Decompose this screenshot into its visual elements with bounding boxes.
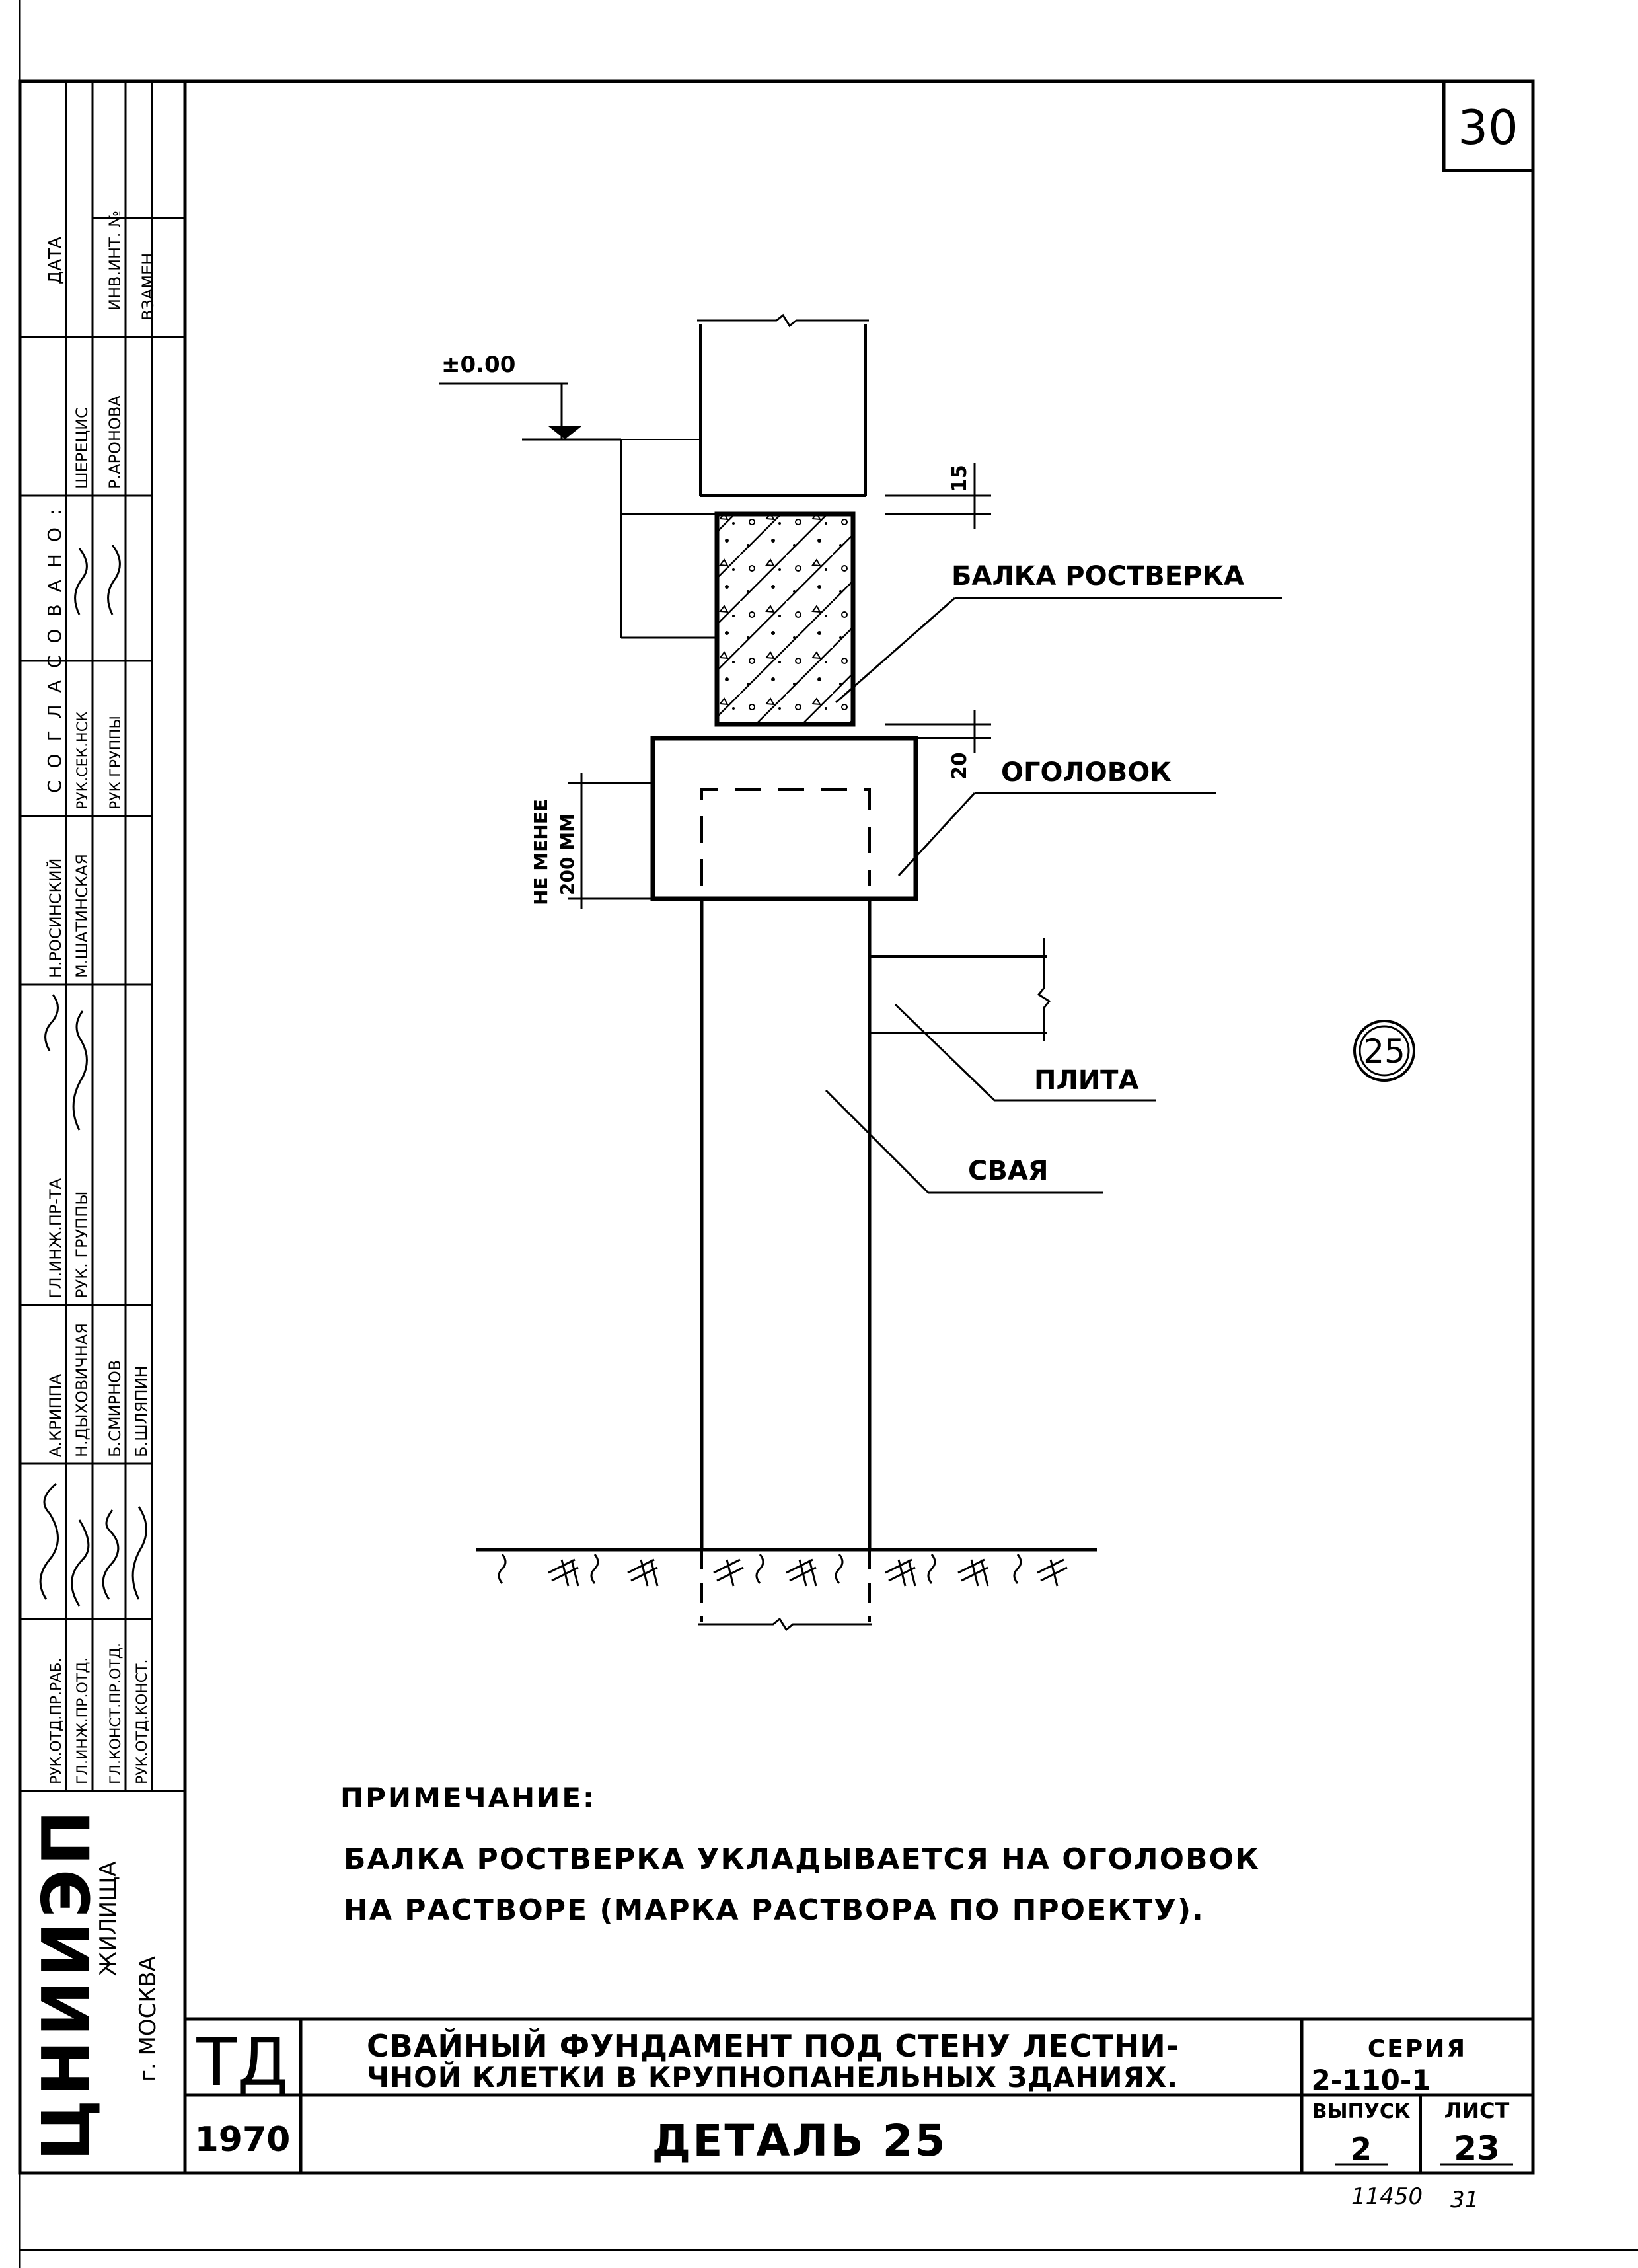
tb-issue-label: ВЫПУСК (1312, 2100, 1411, 2123)
stamp-role-c-2: РУК ГРУППЫ (108, 716, 124, 810)
stamp-name-c-1: ШЕРЕЦИС (73, 407, 91, 489)
tb-issue-value: 2 (1351, 2131, 1372, 2167)
ground-line (476, 1548, 1097, 1587)
page-number-box: 30 (1442, 79, 1535, 172)
label-beam: БАЛКА РОСТВЕРКА (951, 561, 1244, 591)
label-cap: ОГОЛОВОК (1001, 757, 1172, 788)
handwritten-numbers: 11450 31 (1351, 2183, 1479, 2213)
detail-marker: 25 (1353, 1020, 1415, 1082)
dimension-lines-right: 15 20 (885, 463, 991, 780)
tb-title-line-2: ЧНОЙ КЛЕТКИ В КРУПНОПАНЕЛЬНЫХ ЗДАНИЯХ. (367, 2060, 1178, 2094)
stamp-name-a-2: Н.ДЫХОВИЧНАЯ (73, 1323, 91, 1457)
wall-panel (697, 313, 869, 497)
stamp-name-a-4: Б.ШЛЯПИН (132, 1365, 151, 1457)
handwritten-left: 11450 (1351, 2183, 1423, 2210)
dim-head-note-1: НЕ МЕНЕЕ (530, 799, 552, 905)
title-block: ТД 1970 СВАЙНЫЙ ФУНДАМЕНТ ПОД СТЕНУ ЛЕСТ… (185, 2017, 1533, 2173)
slab (870, 938, 1051, 1041)
tb-code: ТД (196, 2023, 288, 2101)
stamp-role-b-1: ГЛ.ИНЖ.ПР-ТА (46, 1178, 65, 1299)
org-logo-text: ЦНИИЭП (28, 1806, 105, 2161)
tb-series-label: СЕРИЯ (1368, 2035, 1467, 2062)
grillage-beam (714, 511, 856, 727)
org-name: ЖИЛИЩА (95, 1861, 122, 1976)
stamp-name-b-2: М.ШАТИНСКАЯ (73, 854, 91, 978)
tb-series-value: 2-110-1 (1312, 2064, 1431, 2096)
tb-sheet-value: 23 (1454, 2129, 1500, 2168)
label-slab: ПЛИТА (1034, 1065, 1138, 1096)
stamp-date: ДАТА (46, 237, 65, 284)
level-mark-text: ±0.00 (441, 352, 515, 378)
stamp-inv: ИНВ.ИНТ. № (106, 211, 124, 311)
stamp-name-a-3: Б.СМИРНОВ (106, 1360, 124, 1457)
stamp-role-4: РУК.ОТД.КОНСТ. (134, 1659, 151, 1785)
label-pile: СВАЯ (968, 1156, 1049, 1186)
tb-detail-title: ДЕТАЛЬ 25 (652, 2115, 948, 2166)
dimension-lines-left: НЕ МЕНЕЕ 200 ММ (530, 439, 717, 909)
pile-cap (650, 736, 918, 901)
tb-title-line-1: СВАЙНЫЙ ФУНДАМЕНТ ПОД СТЕНУ ЛЕСТНИ- (367, 2028, 1179, 2064)
stamp-name-a-1: А.КРИППА (46, 1373, 65, 1457)
note-heading: ПРИМЕЧАНИЕ: (340, 1782, 596, 1814)
handwritten-right: 31 (1450, 2187, 1479, 2213)
page-number: 30 (1458, 100, 1518, 155)
tb-sheet-label: ЛИСТ (1444, 2098, 1510, 2123)
stamp-role-3: ГЛ.КОНСТ.ПР.ОТД. (108, 1643, 124, 1784)
detail-drawing: ±0.00 НЕ МЕНЕЕ 200 ММ 15 (439, 313, 1415, 1632)
dim-head-note-2: 200 ММ (556, 813, 578, 895)
stamp-role-1: РУК.ОТД.ПР.РАБ. (48, 1658, 65, 1784)
org-logo: ЦНИИЭП (28, 1806, 105, 2161)
detail-marker-text: 25 (1363, 1032, 1405, 1071)
note-line-1: БАЛКА РОСТВЕРКА УКЛАДЫВАЕТСЯ НА ОГОЛОВОК (344, 1842, 1260, 1876)
dim-gap-bottom: 20 (948, 752, 971, 780)
sheet-trim (19, 0, 1638, 2268)
signatures (39, 545, 147, 1606)
pile (698, 899, 872, 1632)
stamp-name-b-1: Н.РОСИНСКИЙ (46, 858, 65, 979)
stamp-role-b-2: РУК. ГРУППЫ (73, 1191, 91, 1299)
stamp-agreed: СОГЛАСОВАНО: (44, 498, 65, 793)
stamp-role-2: ГЛ.ИНЖ.ПР.ОТД. (75, 1657, 91, 1784)
callouts: БАЛКА РОСТВЕРКА ОГОЛОВОК ПЛИТА СВАЯ (825, 561, 1282, 1194)
side-stamp: РУК.ОТД.ПР.РАБ. ГЛ.ИНЖ.ПР.ОТД. ГЛ.КОНСТ.… (18, 79, 187, 2175)
org-city: г. МОСКВА (135, 1956, 161, 2082)
tb-year: 1970 (195, 2120, 291, 2160)
note-line-2: НА РАСТВОРЕ (МАРКА РАСТВОРА ПО ПРОЕКТУ). (344, 1893, 1205, 1927)
stamp-role-c-1: РУК.СЕК.НСК (75, 711, 91, 810)
dim-gap-top: 15 (948, 465, 971, 492)
level-mark: ±0.00 (439, 352, 621, 441)
note: ПРИМЕЧАНИЕ: БАЛКА РОСТВЕРКА УКЛАДЫВАЕТСЯ… (340, 1782, 1260, 1927)
stamp-vzamen: ВЗАМЕН (139, 253, 157, 321)
stamp-name-c-2: Р.АРОНОВА (106, 395, 124, 489)
